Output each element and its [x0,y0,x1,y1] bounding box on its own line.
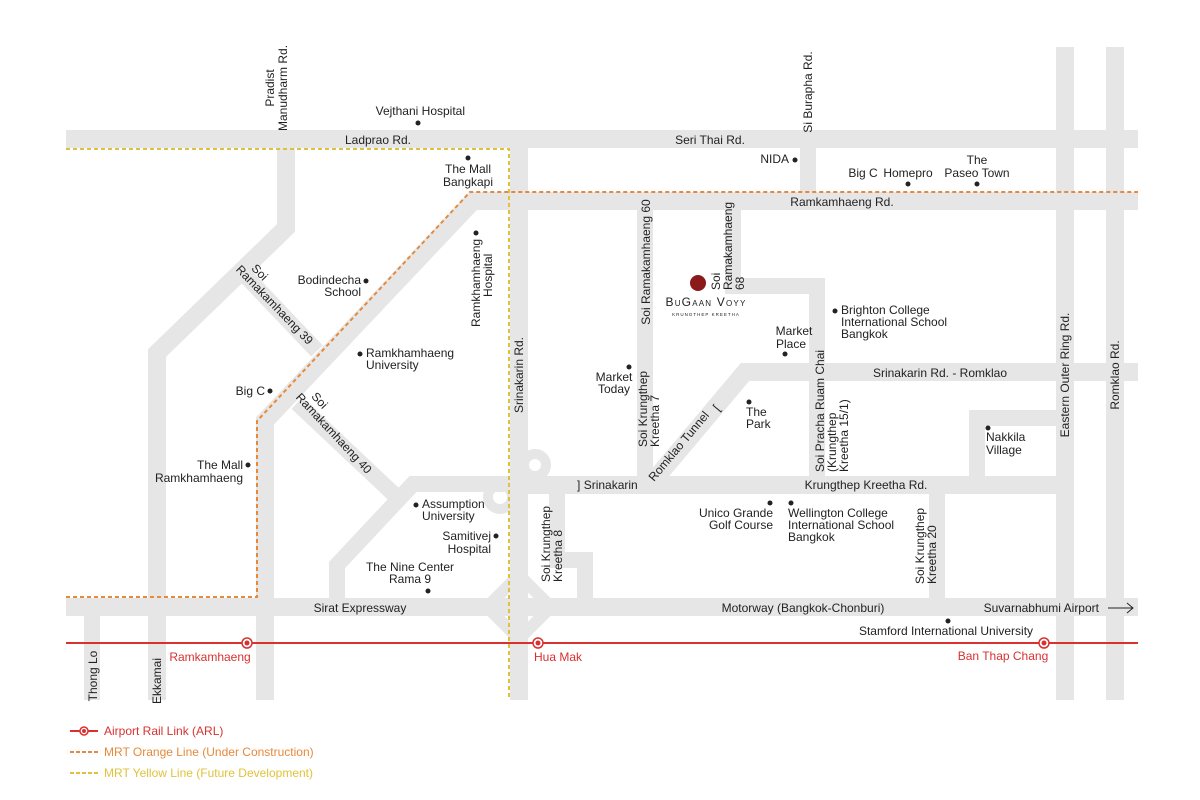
legend-label: Airport Rail Link (ARL) [104,724,223,738]
label-kreetha-7: Soi KrungthepKreetha 7 [636,371,662,447]
place-dot-icon [363,278,369,284]
road-nakkila [969,410,1065,485]
label-ramkamhaeng: Ramkamhaeng Rd. [790,195,893,209]
road-network [66,47,1138,700]
label-seri-thai: Seri Thai Rd. [675,133,745,147]
station-ban-thap-chang: Ban Thap Chang [958,649,1049,663]
place-bigc-top: Big C [848,166,878,180]
place-dot-icon [465,155,471,161]
label-soi-39: SoiRamakamhaeng 39 [233,254,325,348]
place-dot-icon [425,588,431,594]
place-vejthani: Vejthani Hospital [376,104,465,118]
label-srinakarin: Srinakarin Rd. [512,337,526,413]
label-suvarnabhumi: Suvarnabhumi Airport [984,601,1100,615]
road-assumption [329,476,519,607]
road-soi-40 [291,397,406,506]
label-krungthep-kreetha: Krungthep Kreetha Rd. [805,478,928,492]
place-dot-icon [267,388,273,394]
legend-item-arl: Airport Rail Link (ARL) [70,724,223,738]
project-name: BuGaan Voyy [666,295,747,309]
road-kreetha-8 [549,485,593,607]
label-ladprao: Ladprao Rd. [345,133,411,147]
station-markers [241,637,1050,649]
place-dot-icon [974,181,980,187]
label-pradist: PradistManudharm Rd. [263,45,290,131]
place-dot-icon [792,157,798,163]
place-dot-icon [905,181,911,187]
label-srinakarin-tunnel: ] Srinakarin [577,478,638,492]
place-dot-icon [357,351,363,357]
place-dot-icon [945,618,951,624]
legend-label: MRT Orange Line (Under Construction) [104,745,314,759]
project-marker[interactable]: BuGaan Voyy KRUNGTHEP KREETHA [666,275,747,317]
mrt-orange-line [66,191,1138,598]
place-dot-icon [788,500,794,506]
road-soi-68 [725,201,825,485]
road-srinakarin-romklao [643,363,1138,491]
label-kreetha-8: Soi KrungthepKreetha 8 [539,506,565,582]
place-dot-icon [985,425,991,431]
mrt-yellow-line [66,148,510,700]
road-soi-39 [234,264,323,357]
label-soi-60: Soi Ramakamhaeng 60 [639,199,653,325]
place-dot-icon [413,502,419,508]
label-srinakarin-romklao: Srinakarin Rd. - Romklao [873,366,1007,380]
label-soi-40: SoiRamakamhaeng 40 [293,382,384,477]
legend-label: MRT Yellow Line (Future Development) [104,766,313,780]
place-ram-hospital: RamkhamhaengHospital [469,239,495,327]
place-dot-icon [493,533,499,539]
place-homepro: Homepro [883,166,933,180]
place-dot-icon [767,500,773,506]
arrow-right-icon [1108,602,1134,614]
label-eastern-outer-ring: Eastern Outer Ring Rd. [1058,313,1072,438]
tunnel-bracket-icon: ] [577,478,580,492]
place-dot-icon [832,308,838,314]
label-kreetha-20: Soi KrungthepKreetha 20 [913,508,939,584]
label-sirat: Sirat Expressway [314,601,407,615]
project-location-icon [690,275,706,291]
place-dot-icon [473,230,479,236]
label-ekkamai: Ekkamai [150,658,164,704]
label-motorway: Motorway (Bangkok-Chonburi) [722,601,885,615]
label-pracha-ruam-chai: Soi Pracha Ruam Chai(KrungthepKreetha 15… [813,350,851,472]
project-subtitle: KRUNGTHEP KREETHA [672,312,740,317]
place-nida: NIDA [760,152,789,166]
label-si-burapha: Si Burapha Rd. [801,51,815,132]
place-dot-icon [782,351,788,357]
place-dot-icon [746,399,752,405]
label-romklao-rd: Romklao Rd. [1108,340,1122,409]
interchange [478,566,560,648]
road-pradist-ekkamai [148,148,295,700]
legend: Airport Rail Link (ARL) MRT Orange Line … [70,724,314,780]
label-soi-68: SoiRamakamhaeng68 [709,202,747,290]
place-dot-icon [626,364,632,370]
legend-item-yellow: MRT Yellow Line (Future Development) [70,766,313,780]
label-thong-lo: Thong Lo [86,650,100,701]
legend-item-orange: MRT Orange Line (Under Construction) [70,745,314,759]
place-stamford: Stamford International University [859,624,1033,638]
place-dot-icon [415,120,421,126]
station-hua-mak: Hua Mak [534,650,583,664]
place-bigc-left: Big C [236,384,266,398]
place-dot-icon [245,462,251,468]
station-ramkamhaeng: Ramkamhaeng [169,650,250,664]
